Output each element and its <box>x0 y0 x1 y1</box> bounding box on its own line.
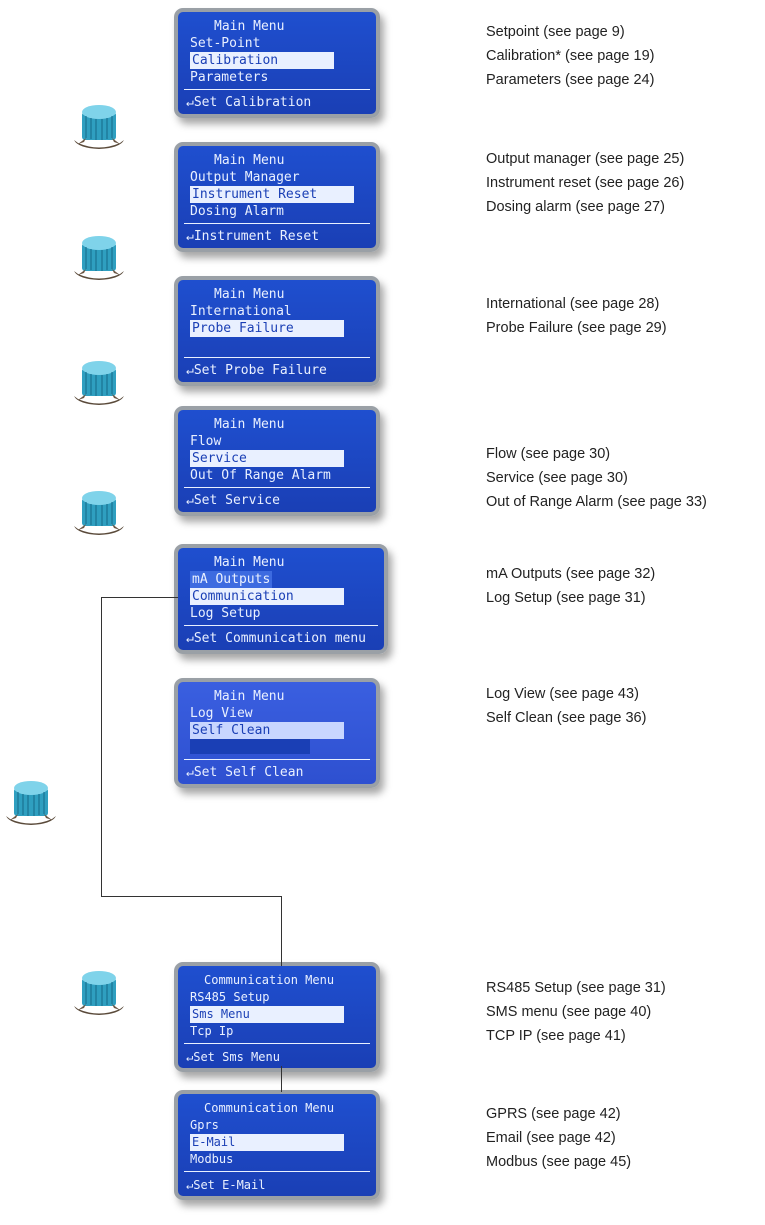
description-block-5: mA Outputs (see page 32) Log Setup (see … <box>486 562 655 610</box>
menu-item-instrument-reset[interactable]: Instrument Reset <box>190 186 354 203</box>
screen-footer: ↵Set Sms Menu <box>186 1050 280 1064</box>
rotary-knob-icon[interactable] <box>72 233 126 283</box>
lcd-screen-main-menu-5: Main Menu mA Outputs Communication Log S… <box>174 544 388 654</box>
description-block-2: Output manager (see page 25) Instrument … <box>486 147 684 219</box>
description-block-1: Setpoint (see page 9) Calibration* (see … <box>486 20 654 92</box>
desc-instrument-reset: Instrument reset (see page 26) <box>486 175 685 191</box>
menu-item-log-setup[interactable]: Log Setup <box>190 606 261 621</box>
lcd-screen-main-menu-4: Main Menu Flow Service Out Of Range Alar… <box>174 406 380 516</box>
desc-email: Email (see page 42) <box>486 1130 616 1146</box>
menu-item-email[interactable]: E-Mail <box>190 1134 344 1151</box>
desc-sms-menu: SMS menu (see page 40) <box>486 1004 652 1020</box>
menu-item-empty <box>190 739 310 754</box>
lcd-screen-communication-menu-1: Communication Menu RS485 Setup Sms Menu … <box>174 962 380 1072</box>
menu-item-log-view[interactable]: Log View <box>190 706 253 721</box>
desc-log-view: Log View (see page 43) <box>486 686 639 702</box>
desc-modbus: Modbus (see page 45) <box>486 1154 632 1170</box>
screen-title: Main Menu <box>214 417 285 432</box>
menu-item-self-clean[interactable]: Self Clean <box>190 722 344 739</box>
screen-title: Main Menu <box>214 689 285 704</box>
menu-item-dosing-alarm[interactable]: Dosing Alarm <box>190 204 284 219</box>
connector-line-down <box>281 896 282 966</box>
desc-self-clean: Self Clean (see page 36) <box>486 710 647 726</box>
screen-footer: ↵Instrument Reset <box>186 229 320 244</box>
lcd-screen-main-menu-6: Main Menu Log View Self Clean ↵Set Self … <box>174 678 380 788</box>
menu-item-out-of-range-alarm[interactable]: Out Of Range Alarm <box>190 468 331 483</box>
description-block-4: Flow (see page 30) Service (see page 30)… <box>486 442 707 514</box>
menu-item-tcp-ip[interactable]: Tcp Ip <box>190 1024 234 1038</box>
lcd-screen-main-menu-2: Main Menu Output Manager Instrument Rese… <box>174 142 380 252</box>
desc-ma-outputs: mA Outputs (see page 32) <box>486 566 656 582</box>
desc-out-of-range-alarm: Out of Range Alarm (see page 33) <box>486 494 707 510</box>
rotary-knob-icon[interactable] <box>72 102 126 152</box>
desc-setpoint: Setpoint (see page 9) <box>486 24 625 40</box>
screen-title: Main Menu <box>214 153 285 168</box>
desc-rs485-setup: RS485 Setup (see page 31) <box>486 980 666 996</box>
rotary-knob-icon[interactable] <box>72 358 126 408</box>
menu-item-communication[interactable]: Communication <box>190 588 344 605</box>
desc-output-manager: Output manager (see page 25) <box>486 151 685 167</box>
description-block-7: RS485 Setup (see page 31) SMS menu (see … <box>486 976 666 1048</box>
screen-footer: ↵Set Self Clean <box>186 765 304 780</box>
connector-line-top <box>101 597 178 598</box>
desc-calibration: Calibration* (see page 19) <box>486 48 655 64</box>
menu-item-flow[interactable]: Flow <box>190 434 222 449</box>
connector-line-bottom <box>101 896 282 897</box>
desc-gprs: GPRS (see page 42) <box>486 1106 621 1122</box>
menu-item-calibration[interactable]: Calibration <box>190 52 334 69</box>
screen-footer: ↵Set Calibration <box>186 95 312 110</box>
screen-footer: ↵Set Probe Failure <box>186 363 327 378</box>
menu-item-probe-failure[interactable]: Probe Failure <box>190 320 344 337</box>
screen-footer: ↵Set Service <box>186 493 280 508</box>
menu-item-modbus[interactable]: Modbus <box>190 1152 234 1166</box>
menu-item-international[interactable]: International <box>190 304 292 319</box>
screen-title: Main Menu <box>214 287 285 302</box>
screen-title: Communication Menu <box>204 973 335 987</box>
screen-title: Main Menu <box>214 555 285 570</box>
screen-footer: ↵Set E-Mail <box>186 1178 266 1192</box>
menu-item-output-manager[interactable]: Output Manager <box>190 170 300 185</box>
desc-log-setup: Log Setup (see page 31) <box>486 590 646 606</box>
lcd-screen-main-menu-3: Main Menu International Probe Failure ↵S… <box>174 276 380 386</box>
connector-line-vertical <box>101 597 102 897</box>
desc-probe-failure: Probe Failure (see page 29) <box>486 320 667 336</box>
desc-dosing-alarm: Dosing alarm (see page 27) <box>486 199 665 215</box>
rotary-knob-icon[interactable] <box>72 968 126 1018</box>
desc-flow: Flow (see page 30) <box>486 446 611 462</box>
menu-item-sms-menu[interactable]: Sms Menu <box>190 1006 344 1023</box>
connector-line-between <box>281 1066 282 1092</box>
menu-item-setpoint[interactable]: Set-Point <box>190 36 261 51</box>
lcd-screen-main-menu-1: Main Menu Set-Point Calibration Paramete… <box>174 8 380 118</box>
description-block-3: International (see page 28) Probe Failur… <box>486 292 667 340</box>
description-block-6: Log View (see page 43) Self Clean (see p… <box>486 682 646 730</box>
lcd-screen-communication-menu-2: Communication Menu Gprs E-Mail Modbus ↵S… <box>174 1090 380 1200</box>
menu-item-parameters[interactable]: Parameters <box>190 70 269 85</box>
desc-service: Service (see page 30) <box>486 470 628 486</box>
rotary-knob-icon[interactable] <box>4 778 58 828</box>
desc-parameters: Parameters (see page 24) <box>486 72 655 88</box>
desc-tcp-ip: TCP IP (see page 41) <box>486 1028 626 1044</box>
screen-title: Communication Menu <box>204 1101 335 1115</box>
menu-item-gprs[interactable]: Gprs <box>190 1118 219 1132</box>
menu-item-service[interactable]: Service <box>190 450 344 467</box>
menu-item-rs485-setup[interactable]: RS485 Setup <box>190 990 270 1004</box>
menu-item-ma-outputs[interactable]: mA Outputs <box>190 571 273 588</box>
screen-title: Main Menu <box>214 19 285 34</box>
description-block-8: GPRS (see page 42) Email (see page 42) M… <box>486 1102 631 1174</box>
screen-footer: ↵Set Communication menu <box>186 631 367 646</box>
desc-international: International (see page 28) <box>486 296 660 312</box>
rotary-knob-icon[interactable] <box>72 488 126 538</box>
